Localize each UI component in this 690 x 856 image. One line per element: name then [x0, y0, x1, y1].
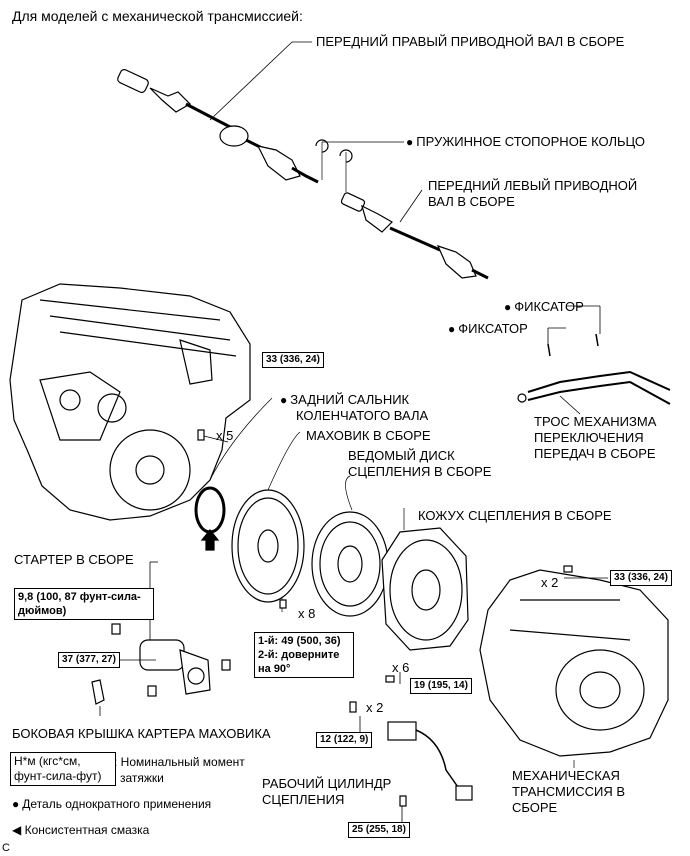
legend-torque-desc-1: : Номинальный момент: [114, 755, 245, 769]
corner-mark: C: [2, 842, 10, 854]
label-shift-cable-3: ПЕРЕДАЧ В СБОРЕ: [534, 446, 656, 461]
clutch-cover: [381, 508, 469, 651]
label-oil-seal-2: КОЛЕНЧАТОГО ВАЛА: [296, 408, 429, 423]
count-x2-cover: x 2: [541, 575, 559, 590]
shift-cable: [517, 333, 671, 405]
count-x6: x 6: [392, 660, 410, 675]
arrow-left-icon: ◀: [12, 823, 22, 837]
legend-grease-text: Консистентная смазка: [24, 823, 150, 837]
starter: [111, 623, 231, 697]
torque-clutch-cover: 19 (195, 14): [410, 678, 472, 694]
torque-bracket: 25 (255, 18): [348, 822, 410, 838]
torque-transmission-top: 33 (336, 24): [610, 570, 672, 586]
torque-flywheel-line1: 1-й: 49 (500, 36): [258, 635, 341, 647]
label-oil-seal-1: ЗАДНИЙ САЛЬНИК: [280, 392, 409, 408]
torque-starter-small: 9,8 (100, 87 фунт-сила- дюймов): [14, 588, 154, 620]
snap-rings: [315, 139, 404, 192]
label-transmission-1: МЕХАНИЧЕСКАЯ: [512, 768, 620, 783]
torque-flywheel-line2: 2-й: доверните: [258, 649, 340, 661]
torque-starter-small-line2: дюймов): [18, 605, 67, 617]
torque-flywheel-line3: на 90°: [258, 663, 291, 675]
flywheel-side-cover: [91, 679, 105, 705]
label-shift-cable-2: ПЕРЕКЛЮЧЕНИЯ: [534, 430, 644, 445]
manual-transmission: [479, 569, 669, 768]
label-front-left-shaft-2: ВАЛ В СБОРЕ: [428, 194, 515, 209]
legend-torque-unit-box: Н*м (кгс*см, фунт-сила-фут): [10, 752, 116, 786]
legend-unit-line2: фунт-сила-фут): [14, 769, 102, 783]
legend-grease: ◀ Консистентная смазка: [12, 822, 149, 838]
grease-arrow-icon: [200, 529, 220, 551]
label-clutch-cover: КОЖУХ СЦЕПЛЕНИЯ В СБОРЕ: [418, 508, 612, 523]
label-flywheel: МАХОВИК В СБОРЕ: [306, 428, 431, 443]
label-clutch-disc-2: СЦЕПЛЕНИЯ В СБОРЕ: [348, 464, 492, 479]
clutch-disc: [311, 475, 389, 617]
label-starter: СТАРТЕР В СБОРЕ: [14, 552, 134, 567]
label-release-cylinder-1: РАБОЧИЙ ЦИЛИНДР: [262, 776, 392, 791]
torque-starter-small-line1: 9,8 (100, 87 фунт-сила-: [18, 591, 141, 603]
label-snap-ring: ПРУЖИННОЕ СТОПОРНОЕ КОЛЬЦО: [406, 134, 645, 150]
label-side-cover: БОКОВАЯ КРЫШКА КАРТЕРА МАХОВИКА: [12, 726, 271, 741]
label-shift-cable-1: ТРОС МЕХАНИЗМА: [534, 414, 657, 429]
count-x8: x 8: [298, 606, 316, 621]
torque-engine-top: 33 (336, 24): [262, 352, 324, 368]
label-front-right-shaft: ПЕРЕДНИЙ ПРАВЫЙ ПРИВОДНОЙ ВАЛ В СБОРЕ: [316, 34, 625, 49]
engine-block: [9, 283, 251, 521]
legend-unit-line1: Н*м (кгс*см,: [14, 754, 81, 768]
label-release-cylinder-2: СЦЕПЛЕНИЯ: [262, 792, 345, 807]
label-clutch-disc-1: ВЕДОМЫЙ ДИСК: [348, 448, 455, 463]
front-left-drive-shaft: [340, 192, 489, 280]
legend-torque-desc-2: затяжки: [120, 771, 164, 785]
label-clip-lower: ФИКСАТОР: [448, 321, 528, 337]
label-transmission-3: СБОРЕ: [512, 800, 558, 815]
count-x2-cylinder: x 2: [366, 700, 384, 715]
flywheel: [231, 431, 305, 612]
legend-nonreusable: Деталь однократного применения: [12, 796, 211, 812]
clutch-release-cylinder: [349, 701, 473, 807]
torque-release-cylinder: 12 (122, 9): [316, 732, 373, 748]
label-clip-upper: ФИКСАТОР: [504, 299, 584, 315]
torque-starter: 37 (377, 27): [58, 652, 120, 668]
label-front-left-shaft-1: ПЕРЕДНИЙ ЛЕВЫЙ ПРИВОДНОЙ: [428, 178, 638, 193]
front-right-drive-shaft: [117, 69, 319, 184]
page-header: Для моделей с механической трансмиссией:: [12, 8, 303, 24]
rear-oil-seal: [194, 486, 226, 534]
label-transmission-2: ТРАНСМИССИЯ В: [512, 784, 626, 799]
torque-flywheel: 1-й: 49 (500, 36) 2-й: доверните на 90°: [254, 632, 354, 678]
count-x5: x 5: [216, 428, 234, 443]
